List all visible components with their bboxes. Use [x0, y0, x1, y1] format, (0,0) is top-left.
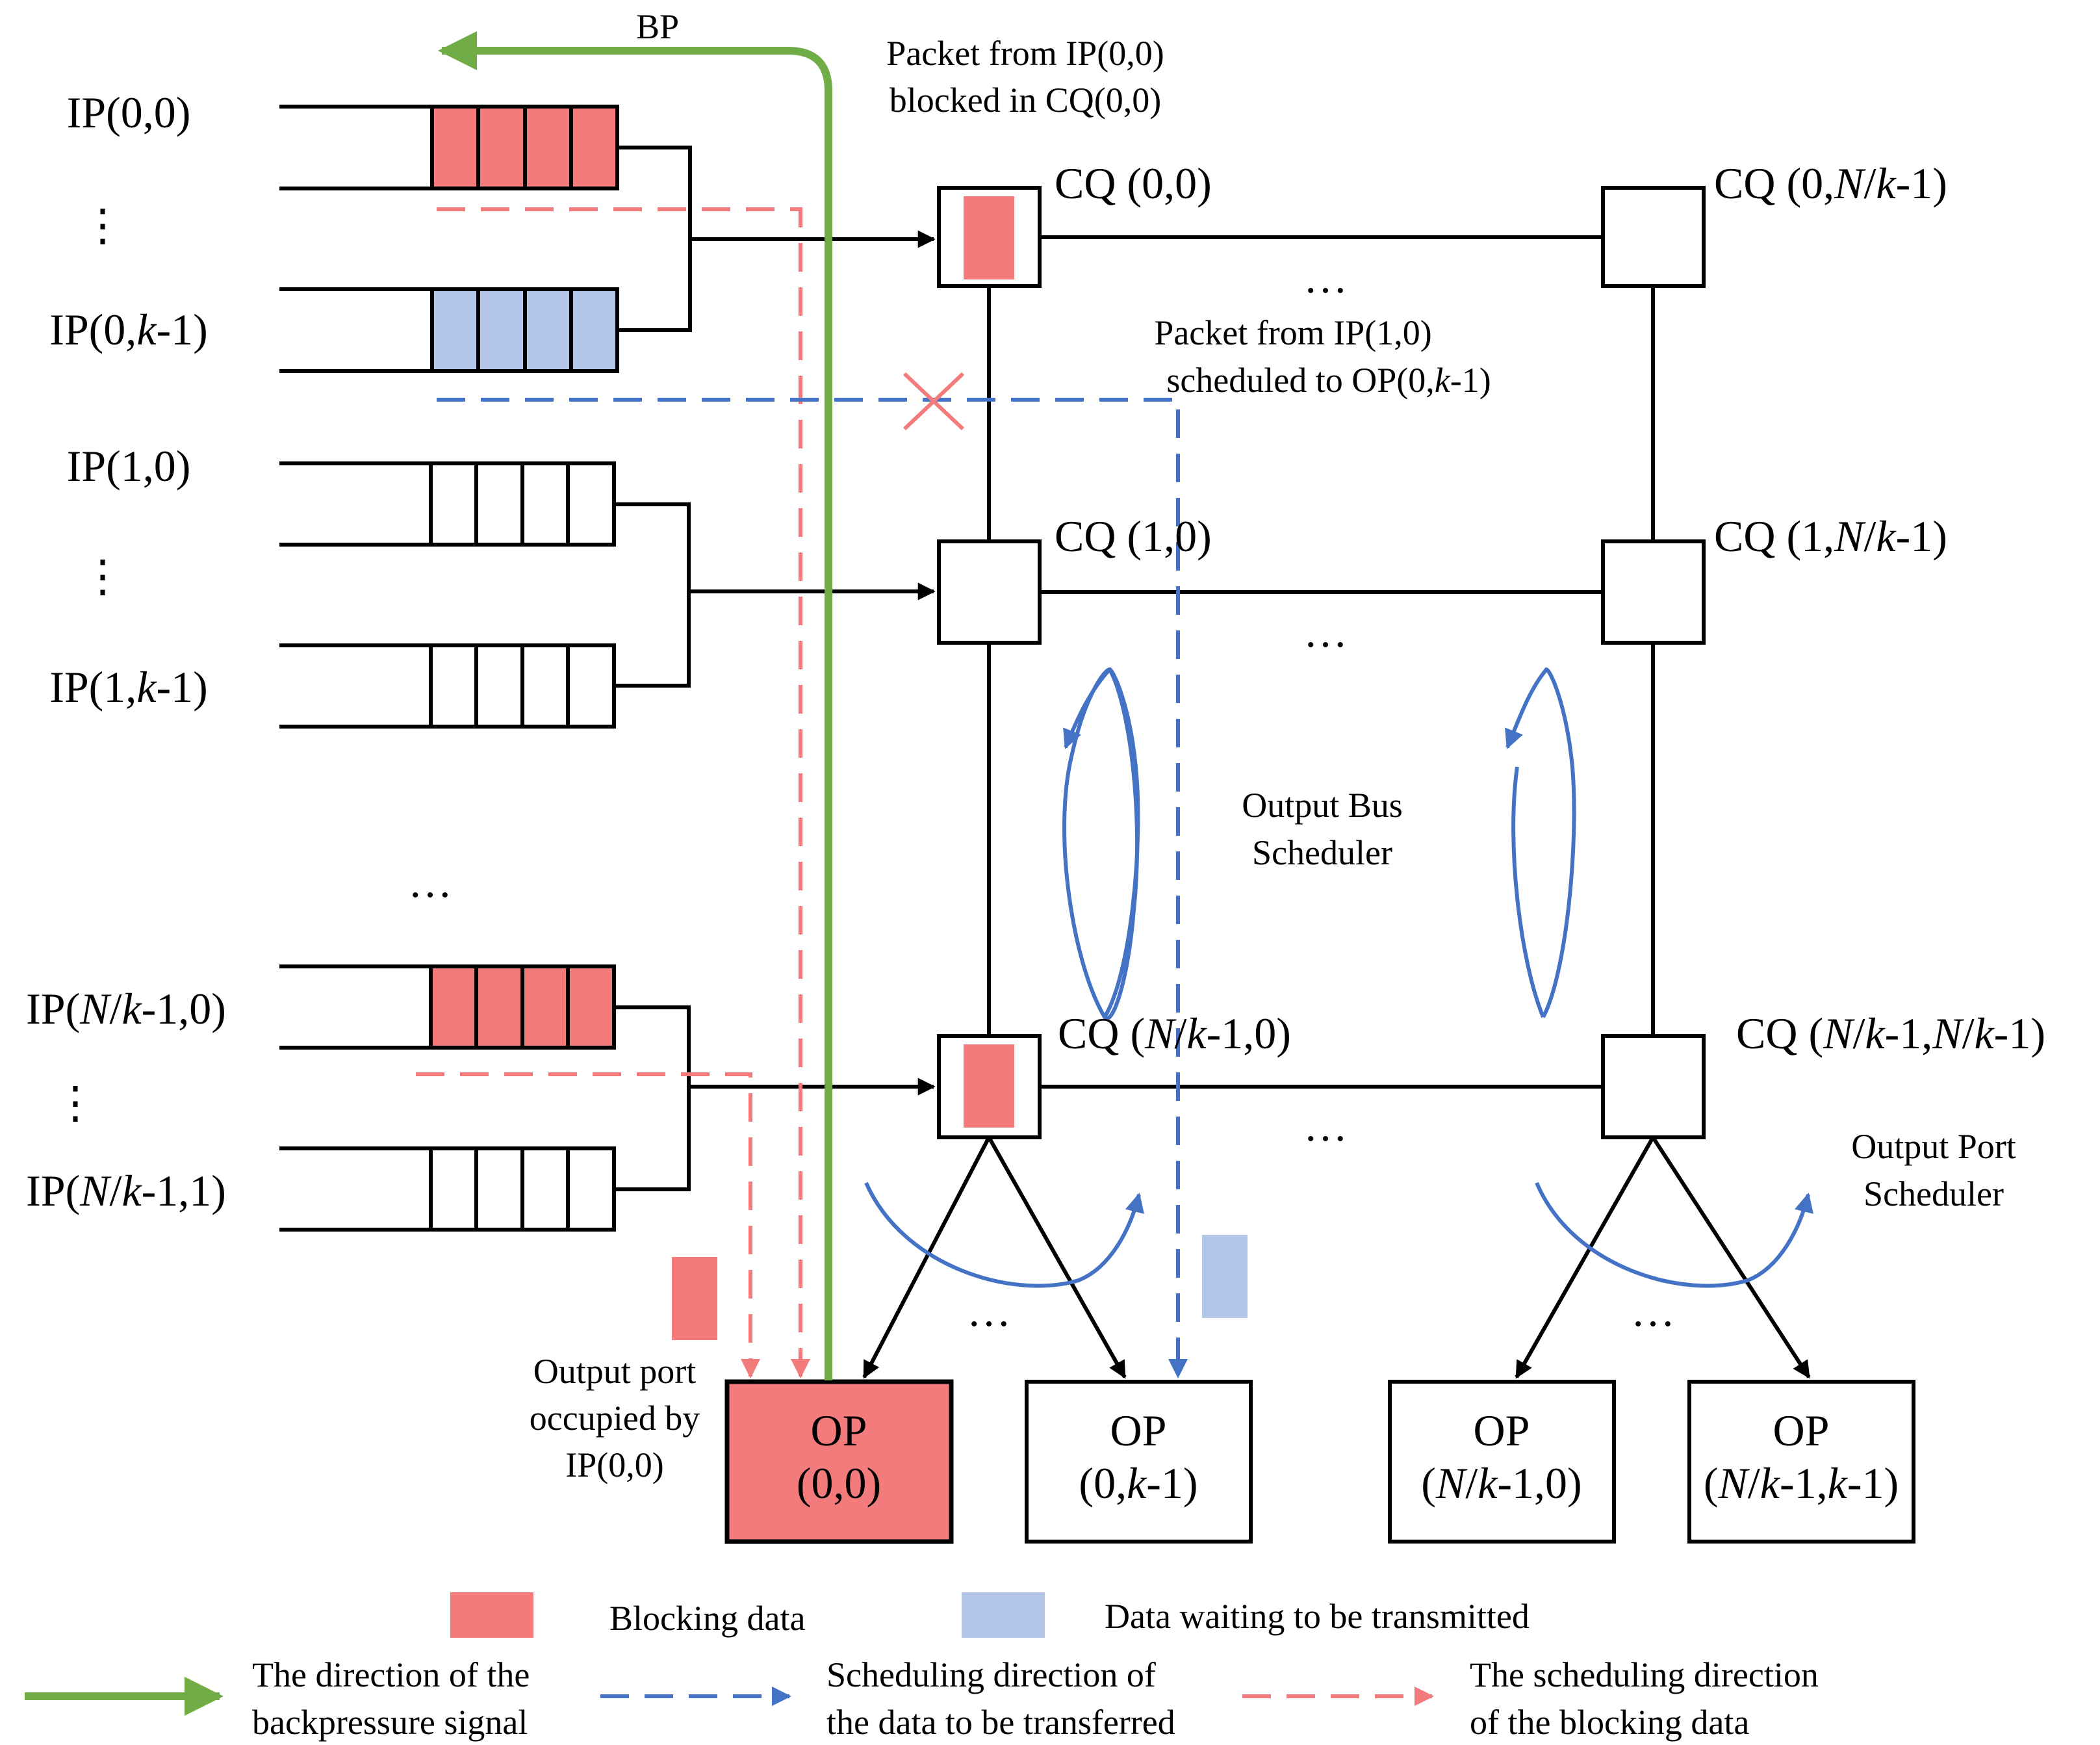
label-ip1k: IP(1,k-1) [49, 662, 208, 712]
note-blocked-line1: Packet from IP(0,0) [886, 34, 1164, 73]
legend-waiting-label: Data waiting to be transmitted [1105, 1597, 1530, 1636]
op00-title: OP [811, 1406, 867, 1455]
output-port-scheduler-arcs [864, 1182, 1813, 1288]
legend: Blocking data Data waiting to be transmi… [25, 1592, 1819, 1742]
legend-sched-line2: the data to be transferred [826, 1703, 1175, 1742]
hdots: … [1631, 1286, 1675, 1336]
legend-block-line1: The scheduling direction [1470, 1655, 1819, 1694]
input-queue-ip00 [279, 105, 619, 190]
label-ip10: IP(1,0) [67, 441, 191, 491]
blocked-cross-icon [903, 372, 965, 431]
legend-waiting-swatch [962, 1592, 1045, 1638]
legend-block-line2: of the blocking data [1470, 1703, 1749, 1742]
blocking-data-path [416, 207, 810, 1378]
output-arrows [862, 1136, 1811, 1379]
legend-blocking-swatch [450, 1592, 533, 1638]
mux-wires [614, 146, 936, 1191]
cq-1-0 [937, 539, 1042, 645]
hdots: … [408, 857, 452, 907]
blocked-packet [964, 196, 1014, 279]
label-cq10: CQ (1,0) [1055, 511, 1212, 561]
input-queue-ipn1 [279, 1146, 616, 1232]
note-bus-line2: Scheduler [1252, 833, 1392, 872]
label-ipn0: IP(N/k-1,0) [26, 984, 226, 1033]
opn0-index: (N/k-1,0) [1421, 1458, 1581, 1508]
legend-bp-line1: The direction of the [252, 1655, 530, 1694]
note-blocked-line2: blocked in CQ(0,0) [890, 81, 1161, 120]
crossbar-bus-lines [987, 235, 1655, 1089]
cq-0-n [1601, 186, 1706, 288]
hdots: … [1303, 607, 1348, 656]
bp-label: BP [636, 7, 679, 46]
hdots: … [967, 1286, 1011, 1336]
vdots: ⋮ [81, 552, 125, 601]
note-port-line2: Scheduler [1863, 1174, 2004, 1213]
scheduled-data-path [437, 398, 1188, 1378]
legend-blocking-label: Blocking data [609, 1599, 805, 1638]
vdots: ⋮ [81, 201, 125, 250]
label-cq1n: CQ (1,N/k-1) [1714, 511, 1947, 561]
waiting-packet [1202, 1235, 1248, 1318]
blocking-packet [672, 1257, 717, 1340]
opnk-title: OP [1773, 1406, 1830, 1455]
hdots: … [1303, 1101, 1348, 1150]
op00-index: (0,0) [797, 1458, 881, 1508]
input-queue-ip0k [279, 287, 619, 373]
label-ipn1: IP(N/k-1,1) [26, 1166, 226, 1215]
input-queue-ip1k [279, 643, 616, 729]
note-occupied-line2: occupied by [530, 1399, 700, 1438]
note-scheduled-line2: scheduled to OP(0,k-1) [1166, 361, 1491, 400]
legend-sched-line1: Scheduling direction of [826, 1655, 1156, 1694]
label-cqnn: CQ (N/k-1,N/k-1) [1736, 1009, 2045, 1058]
output-bus-scheduler-arcs [1062, 667, 1576, 1021]
output-port-0-0 [724, 1379, 954, 1544]
note-port-line1: Output Port [1851, 1127, 2016, 1166]
input-queue-ip10 [279, 461, 616, 547]
legend-bp-line2: backpressure signal [252, 1703, 528, 1742]
note-bus-line1: Output Bus [1242, 786, 1403, 825]
backpressure-path [438, 31, 832, 1380]
input-queue-ipn0 [279, 964, 616, 1050]
cq-1-n [1601, 539, 1706, 645]
hdots: … [1303, 253, 1348, 302]
blocked-packet [964, 1044, 1014, 1128]
note-scheduled-line1: Packet from IP(1,0) [1154, 313, 1431, 352]
op0k-index: (0,k-1) [1079, 1458, 1197, 1508]
note-occupied-line1: Output port [533, 1352, 697, 1391]
opnk-index: (N/k-1,k-1) [1704, 1458, 1899, 1508]
output-port-n-k [1687, 1380, 1915, 1544]
note-occupied-line3: IP(0,0) [565, 1445, 663, 1484]
opn0-title: OP [1474, 1406, 1530, 1455]
op0k-title: OP [1110, 1406, 1167, 1455]
vdots: ⋮ [53, 1078, 97, 1128]
label-ip0k: IP(0,k-1) [49, 305, 208, 354]
label-cq0n: CQ (0,N/k-1) [1714, 159, 1947, 208]
label-ip00: IP(0,0) [67, 88, 191, 137]
cq-n-n [1601, 1034, 1706, 1139]
output-port-n-0 [1388, 1380, 1616, 1544]
label-cq00: CQ (0,0) [1055, 159, 1212, 208]
output-port-0-k [1025, 1380, 1253, 1544]
label-cqn0: CQ (N/k-1,0) [1058, 1009, 1291, 1058]
